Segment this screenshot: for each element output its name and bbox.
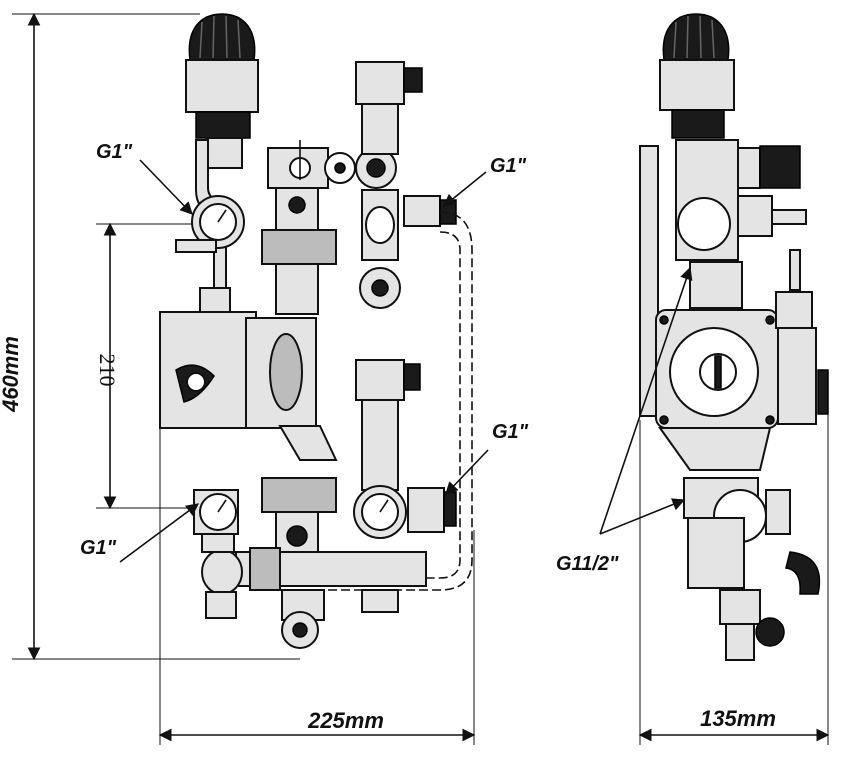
label-front-top-right: G1" [490, 155, 527, 177]
label-front-mid-right: G1" [492, 421, 529, 443]
side-thermometer-knob [659, 13, 735, 139]
side-view [639, 13, 829, 661]
bottom-manifold [201, 547, 427, 649]
dim-height: 460mm [0, 336, 23, 413]
front-view [159, 13, 473, 649]
thermometer-knob [185, 13, 259, 169]
pump-column [159, 187, 338, 553]
top-valve [267, 140, 397, 189]
side-pump [655, 291, 829, 429]
pressure-gauge-top [175, 195, 245, 253]
dim-side-width: 135mm [700, 706, 776, 731]
dim-front-width: 225mm [307, 708, 384, 733]
leader-lines [119, 159, 693, 563]
dim-spacing: 210 [95, 354, 120, 387]
label-front-bottom-left: G1" [80, 537, 117, 559]
supply-column [353, 61, 457, 539]
dimension-lines [12, 12, 830, 745]
pressure-gauge-bottom [193, 489, 239, 553]
label-side-connection: G11/2" [556, 553, 619, 575]
label-front-top-left: G1" [96, 141, 133, 163]
